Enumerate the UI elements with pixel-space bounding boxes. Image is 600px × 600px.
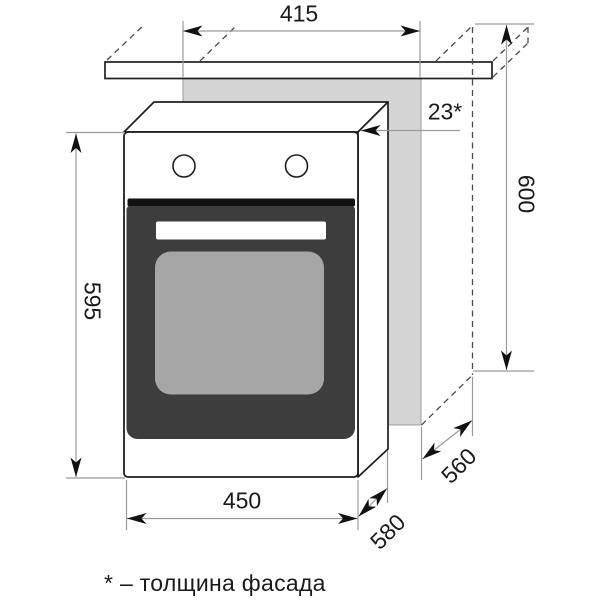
control-knob-right	[284, 154, 309, 178]
control-panel-divider	[127, 198, 355, 207]
facade-thickness-footnote: * – толщина фасада	[104, 570, 326, 596]
hidden-edge-niche-back-right-top	[435, 25, 473, 62]
niche-width-dimension-label: 415	[279, 0, 319, 27]
dim-line-niche-depth	[422, 420, 473, 460]
facade-thickness-dimension-label: 23*	[427, 98, 463, 125]
niche-height-dimension-label: 600	[513, 174, 540, 214]
dimensions	[66, 21, 534, 530]
oven-body	[123, 101, 389, 478]
door-window	[155, 251, 324, 395]
hidden-edge-niche-back-left	[199, 25, 237, 62]
hidden-edge-countertop-right-bottom	[492, 42, 529, 78]
hidden-edge-niche-bottom-right	[421, 374, 473, 426]
oven-width-dimension-label: 450	[222, 487, 262, 514]
control-knob-left	[172, 154, 196, 178]
oven-top-face	[123, 101, 389, 133]
countertop	[104, 61, 493, 80]
hidden-edge-countertop-right-top	[492, 26, 529, 62]
door-handle	[156, 221, 326, 240]
oven-side-face	[357, 101, 389, 478]
hidden-edge-countertop-left	[106, 23, 146, 61]
dim-line-oven-depth	[358, 488, 388, 517]
oven-height-dimension-label: 595	[79, 281, 106, 321]
